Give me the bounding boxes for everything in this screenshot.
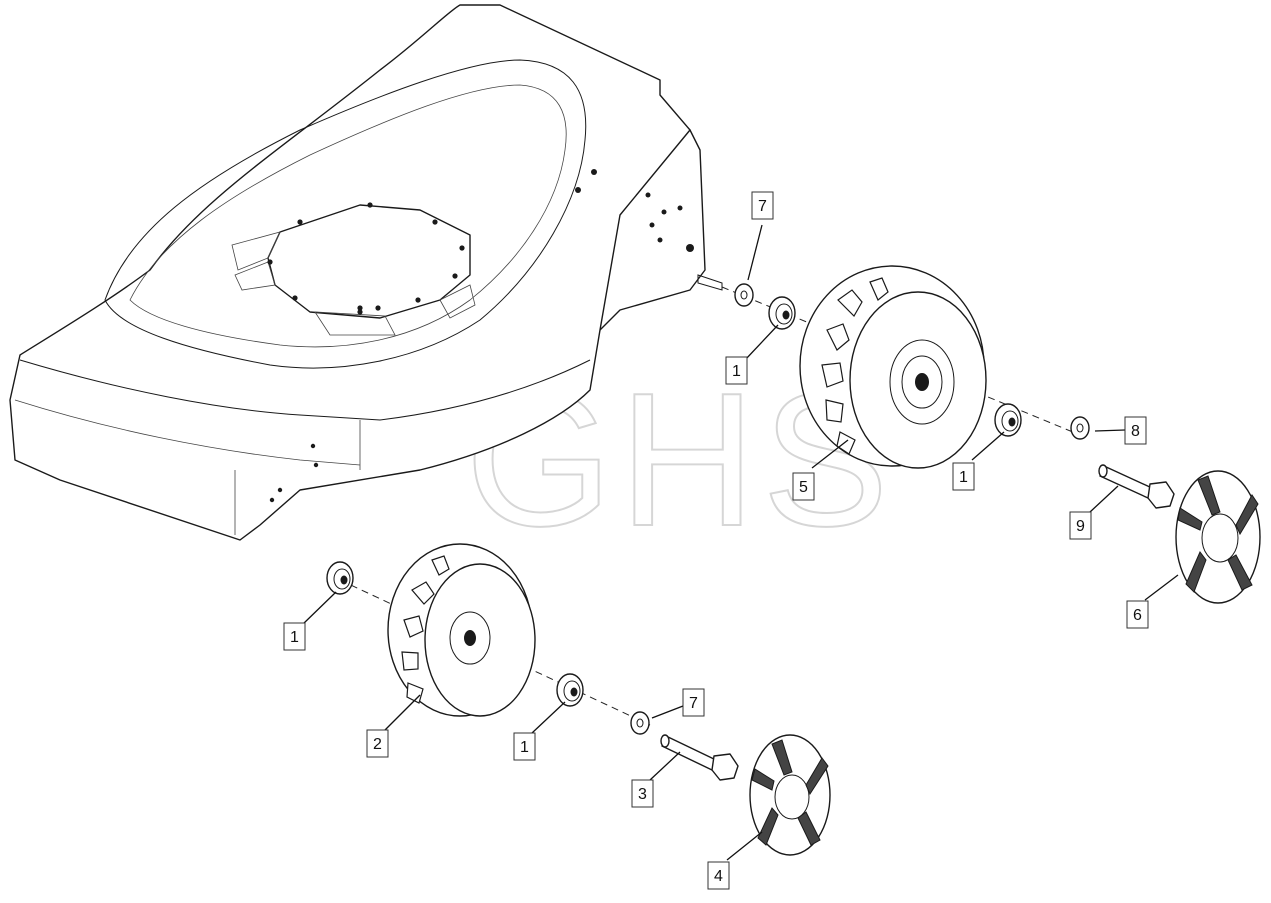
front-wheel-part: [387, 543, 536, 717]
callout-label: 7: [689, 695, 698, 712]
callout-2: 2: [366, 694, 421, 758]
callout-1-lower-right: 1: [513, 701, 566, 761]
wheel-bolt-part: [1098, 464, 1175, 509]
rear-wheel-part: [799, 265, 987, 469]
callout-label: 8: [1131, 423, 1140, 440]
wheel-bolt-part: [660, 734, 739, 781]
callout-1-lower-left: 1: [283, 591, 337, 651]
callout-label: 4: [714, 868, 723, 885]
callout-label: 1: [290, 629, 299, 646]
callout-8: 8: [1094, 416, 1147, 445]
hub-cap-part: [749, 734, 831, 856]
bearing-part: [994, 403, 1022, 437]
callout-label: 1: [520, 739, 529, 756]
hub-cap-part: [1175, 470, 1261, 604]
washer-part: [1070, 416, 1090, 440]
callout-9: 9: [1069, 485, 1119, 540]
callout-3: 3: [631, 751, 681, 808]
callout-label: 2: [373, 736, 382, 753]
callout-label: 7: [758, 198, 767, 215]
callout-7-lower: 7: [651, 688, 705, 719]
bearing-part: [556, 673, 584, 707]
callout-6: 6: [1126, 574, 1179, 629]
callout-label: 3: [638, 786, 647, 803]
callout-label: 1: [732, 363, 741, 380]
callout-label: 5: [799, 479, 808, 496]
washer-part: [734, 283, 754, 307]
mower-deck: [9, 4, 723, 541]
bearing-part: [326, 561, 354, 595]
callout-4: 4: [707, 831, 763, 890]
washer-part: [630, 711, 650, 735]
callout-1-upper-right: 1: [952, 431, 1005, 491]
callout-label: 6: [1133, 607, 1142, 624]
bearing-part: [768, 296, 796, 330]
callout-7-upper: 7: [747, 191, 774, 281]
callout-1-upper-left: 1: [725, 324, 779, 385]
callout-5: 5: [792, 439, 849, 501]
callout-label: 9: [1076, 518, 1085, 535]
callout-label: 1: [959, 469, 968, 486]
